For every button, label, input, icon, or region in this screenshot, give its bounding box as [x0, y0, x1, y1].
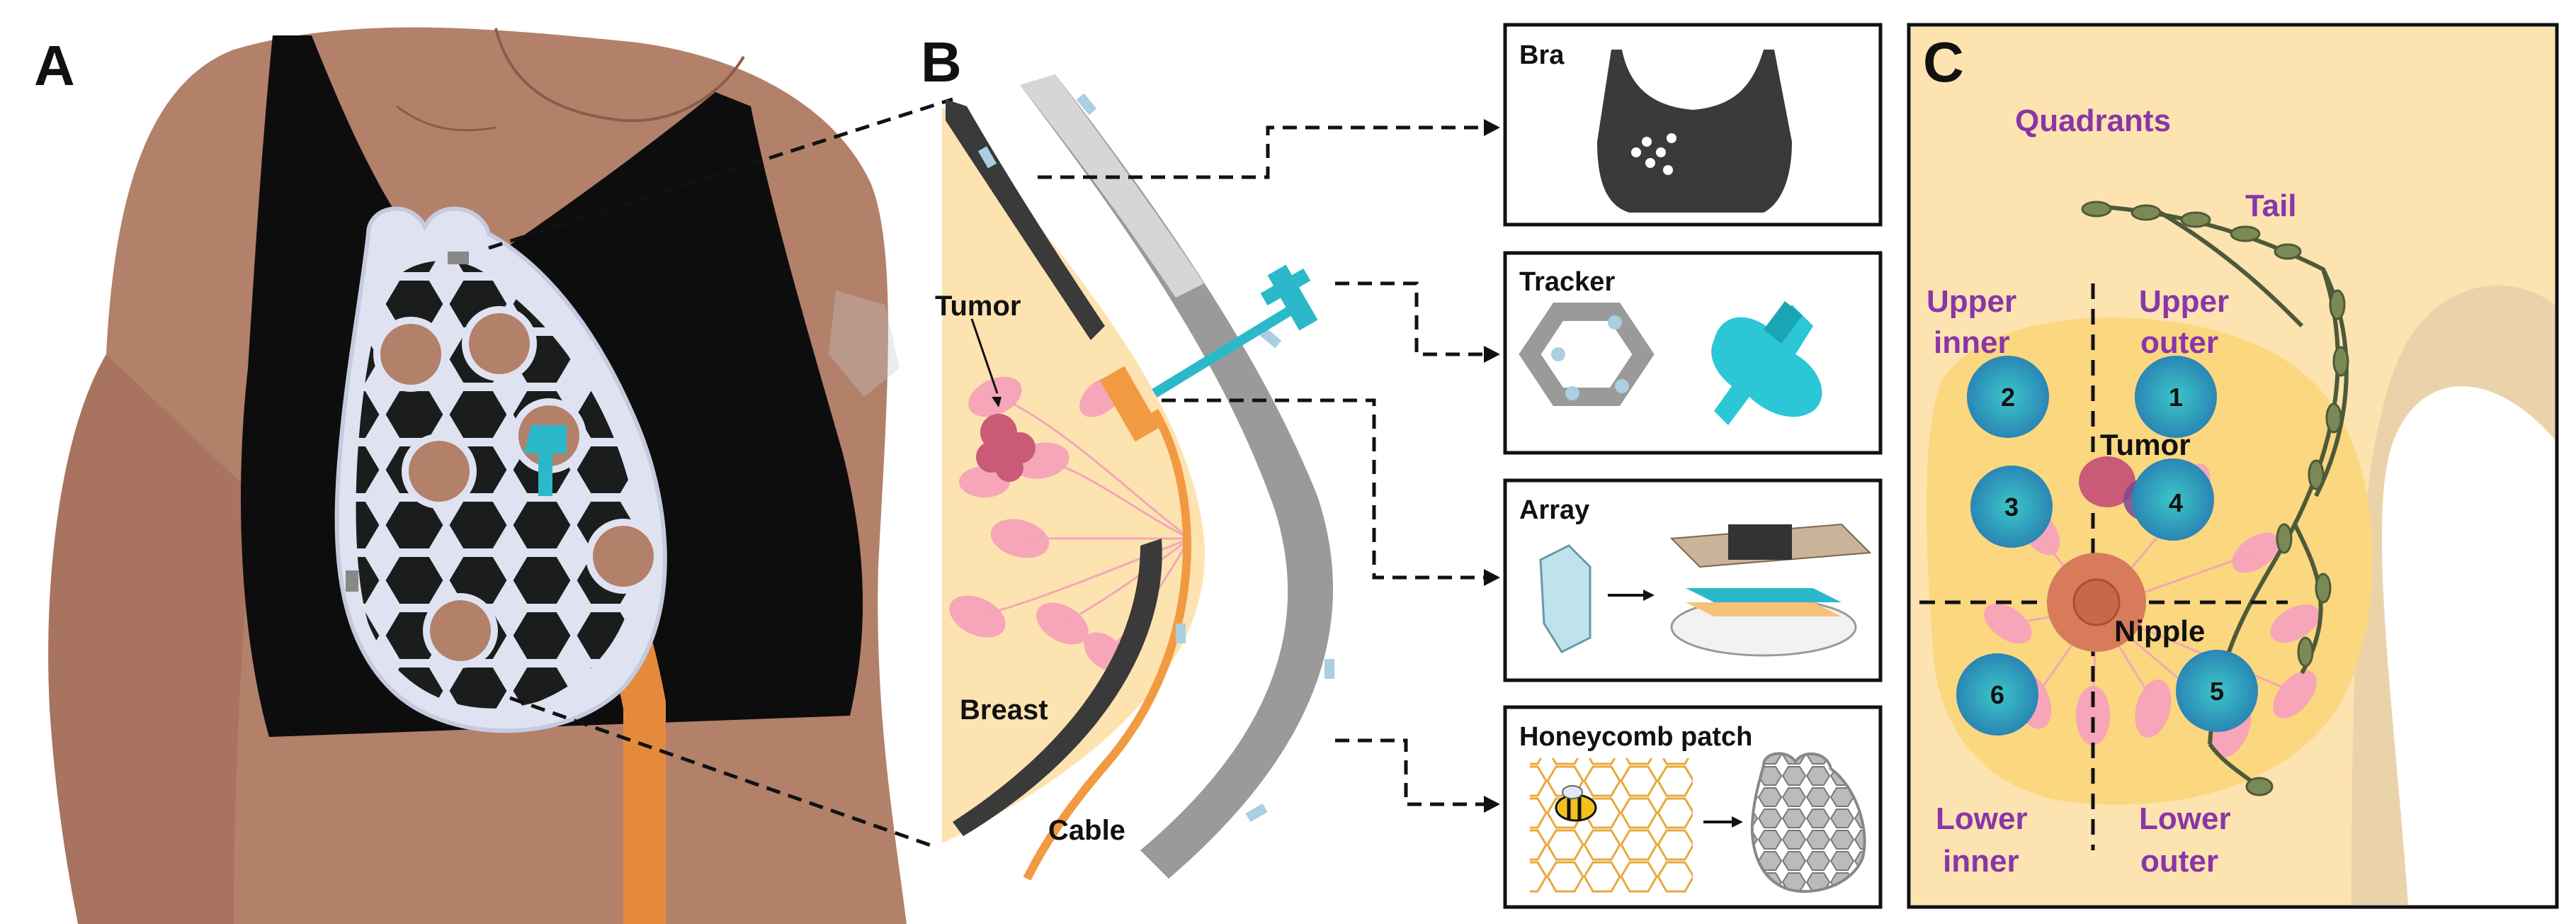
upper-inner-label-1: Upper: [1927, 284, 2016, 319]
arm-skin: [48, 354, 256, 924]
zoom-line-top: [488, 97, 953, 250]
position-num-1: 1: [2169, 383, 2183, 412]
bra-icon: [1597, 50, 1792, 213]
bra-layer-b-top: [1020, 74, 1204, 298]
quadrants-label: Quadrants: [2015, 103, 2171, 138]
position-dot-6: [1956, 653, 2038, 736]
honeycomb-arrowhead: [1732, 816, 1743, 828]
position-num-4: 4: [2169, 488, 2183, 517]
panel-b-label: B: [921, 30, 962, 94]
connector-array-head: [1484, 569, 1500, 586]
tracker-a: [524, 425, 567, 496]
position-num-6: 6: [1990, 680, 2004, 709]
side-shadow: [829, 291, 900, 397]
tumor-b: [976, 414, 1035, 482]
upper-inner-label-2: inner: [1934, 325, 2010, 360]
nipple-label: Nipple: [2114, 614, 2205, 648]
breast-tissue-b: [942, 106, 1205, 843]
tracker-grid-icon: [1519, 303, 1655, 406]
position-dot-5: [2176, 650, 2258, 732]
bra-sensor-dots: [1631, 133, 1676, 175]
lower-inner-label-2: inner: [1943, 844, 2019, 879]
tumor-arrowhead: [992, 397, 1002, 407]
connector-bra: [1038, 125, 1484, 179]
connector-tracker-head: [1484, 346, 1500, 363]
connector-bra-head: [1484, 119, 1500, 136]
cable-b: [1023, 408, 1191, 881]
tracker-3d-icon: [1711, 301, 1822, 425]
skin-contour-line: [396, 105, 497, 132]
array-b: [1099, 366, 1160, 442]
position-num-3: 3: [2004, 492, 2019, 522]
connector-tracker: [1335, 281, 1484, 356]
cable-label: Cable: [1048, 815, 1125, 846]
position-dot-4: [2132, 458, 2214, 541]
inset-bra: Bra: [1503, 23, 1883, 227]
panel-c-label: C: [1923, 30, 1964, 94]
honeycomb-grid-icon: [1530, 758, 1693, 893]
position-num-5: 5: [2210, 677, 2224, 706]
panel-a-label: A: [34, 34, 75, 97]
arm-background: [2351, 285, 2555, 905]
breast-label: Breast: [960, 694, 1048, 726]
tumor-label-c: Tumor: [2100, 428, 2191, 461]
connector-honeycomb-head: [1484, 796, 1500, 813]
lymph-nodes: [2081, 201, 2349, 796]
position-dot-2: [1967, 356, 2049, 438]
array-stack-icon: [1669, 523, 1872, 657]
connector-array: [1162, 398, 1484, 580]
position-dot-3: [1970, 466, 2053, 548]
inset-array-title: Array: [1519, 495, 1589, 525]
inset-tracker: Tracker: [1503, 251, 1883, 455]
collarbone-line: [494, 28, 745, 123]
zoom-line-bottom: [509, 696, 936, 849]
position-num-2: 2: [2001, 383, 2015, 412]
position-dots: [1956, 356, 2258, 736]
inset-bra-title: Bra: [1519, 40, 1565, 70]
bee-icon: [1555, 785, 1597, 822]
tumor-arrow: [970, 318, 999, 394]
tail-label: Tail: [2245, 188, 2297, 223]
tumor-label-b: Tumor: [935, 291, 1021, 322]
patch-marker: [448, 252, 469, 264]
panel-c: 1 2 3 4 5 6 C Quadrants Tail Upper inner…: [1907, 23, 2559, 909]
upper-outer-label-1: Upper: [2139, 284, 2229, 319]
inset-array: Array: [1503, 478, 1883, 682]
upper-outer-label-2: outer: [2140, 325, 2218, 360]
connector-honeycomb: [1335, 738, 1484, 806]
lower-outer-label-1: Lower: [2139, 801, 2231, 836]
position-dot-1: [2135, 356, 2217, 438]
nipple-c: [2047, 553, 2146, 652]
inset-honeycomb-title: Honeycomb patch: [1519, 722, 1752, 752]
tracker-b: [1152, 264, 1318, 398]
panel-a: A: [34, 27, 907, 924]
panel-b: B Tumor Breast Cable: [921, 30, 1334, 881]
patch-marker: [346, 570, 358, 592]
inset-honeycomb: Honeycomb patch: [1503, 705, 1883, 909]
patch-3d-icon: [1750, 752, 1866, 893]
lower-outer-label-2: outer: [2140, 844, 2218, 879]
crystal-icon: [1539, 544, 1591, 653]
connector-arrows: [1038, 119, 1500, 813]
patch-layer-b-lower: [953, 539, 1162, 836]
bra-layer-b: [1020, 74, 1334, 879]
lower-inner-label-1: Lower: [1936, 801, 2028, 836]
patch-markers-b: [977, 93, 1334, 823]
inset-tracker-title: Tracker: [1519, 267, 1615, 297]
array-arrowhead: [1643, 590, 1655, 601]
